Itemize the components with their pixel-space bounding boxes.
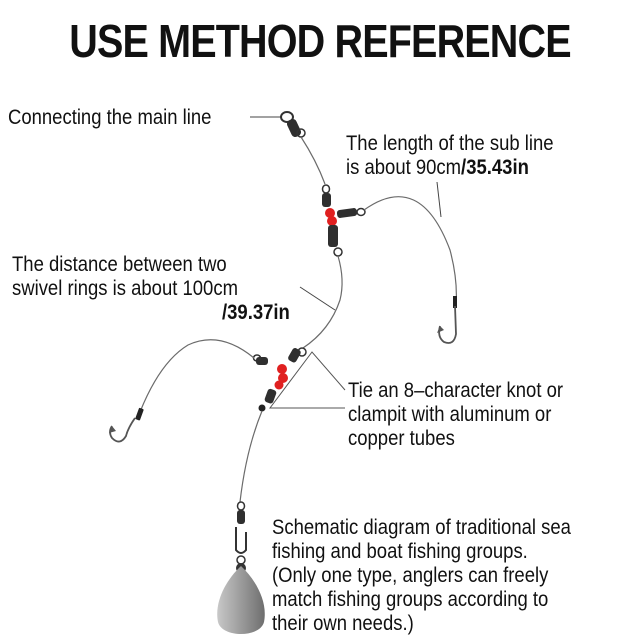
label-distance-2: swivel rings is about 100cm — [12, 277, 238, 300]
label-sub-line-1: The length of the sub line — [346, 132, 554, 155]
label-schematic-5: their own needs.) — [272, 612, 414, 635]
label-main-line: Connecting the main line — [8, 106, 212, 129]
label-sub-line-row: is about 90cm/35.43in — [346, 156, 529, 179]
left-hook-icon — [109, 407, 144, 443]
label-sub-line-3: /35.43in — [461, 156, 529, 179]
label-schematic-2: fishing and boat fishing groups. — [272, 540, 528, 563]
sinker-weight-icon — [217, 563, 265, 634]
label-schematic-1: Schematic diagram of traditional sea — [272, 516, 571, 539]
upper-three-way-swivel-icon — [321, 184, 366, 257]
right-hook-icon — [437, 296, 457, 344]
sinker-swivel-icon — [235, 501, 247, 565]
label-distance-3: /39.37in — [222, 301, 290, 324]
top-swivel-icon — [280, 111, 306, 138]
pointer-distance — [299, 286, 336, 311]
lower-sub-line — [139, 339, 255, 413]
main-line-upper — [300, 136, 326, 185]
main-line-middle — [302, 255, 343, 349]
lower-three-way-swivel-icon — [252, 347, 307, 412]
sinker-line — [239, 410, 263, 503]
label-distance-1: The distance between two — [12, 253, 227, 276]
label-knot-3: copper tubes — [348, 427, 455, 450]
label-knot-2: clampit with aluminum or — [348, 403, 552, 426]
label-schematic-4: match fishing groups according to — [272, 588, 549, 611]
page-title: USE METHOD REFERENCE — [69, 15, 571, 67]
pointer-knot — [269, 351, 346, 409]
label-knot-1: Tie an 8–character knot or — [348, 379, 564, 402]
pointer-sub-line — [436, 181, 442, 218]
upper-sub-line — [363, 196, 457, 307]
label-schematic-3: (Only one type, anglers can freely — [272, 564, 549, 587]
label-sub-line-2: is about 90cm — [346, 156, 462, 179]
